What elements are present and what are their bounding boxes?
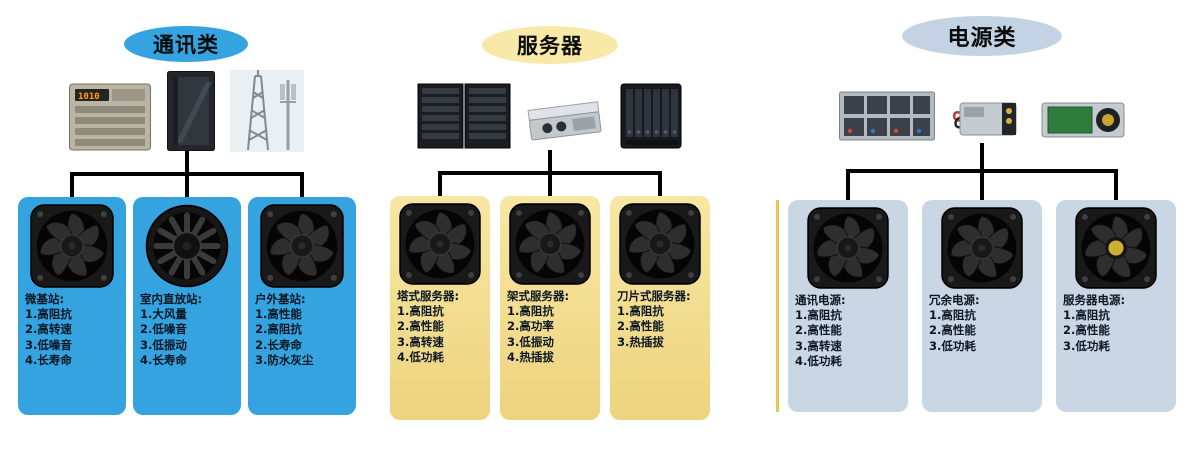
application-card: 通讯电源:1.高阻抗 2.高性能 3.高转速 4.低功耗 (788, 200, 908, 412)
fan-icon (619, 203, 701, 285)
card-features: 1.高阻抗 2.高性能 3.低功耗 (1063, 308, 1110, 353)
connector-lines (846, 143, 1118, 200)
card-features: 1.高阻抗 2.高性能 3.热插拔 (617, 304, 664, 349)
category-badge: 电源类 (902, 16, 1062, 56)
card-title: 架式服务器: (507, 289, 570, 303)
card-features: 1.高阻抗 2.高性能 3.高转速 4.低功耗 (397, 304, 444, 364)
rack-server-image (527, 101, 602, 141)
svg-text:1010: 1010 (78, 92, 100, 102)
group-server: 服务器 (385, 0, 715, 450)
storage-cabinet-image (417, 83, 511, 149)
fan-icon (260, 204, 344, 288)
server-psu-image (1041, 102, 1125, 138)
power-module-image (952, 102, 1017, 136)
application-card: 冗余电源:1.高阻抗 2.高性能 3.低功耗 (922, 200, 1042, 412)
server-cabinet-image (167, 71, 215, 151)
divider (776, 200, 779, 412)
card-title: 室内直放站: (140, 292, 203, 306)
card-title: 通讯电源: (795, 293, 846, 307)
device-images: 1010 (12, 64, 360, 152)
connector-lines (70, 150, 304, 197)
card-features: 1.高阻抗 2.高性能 3.低功耗 (929, 308, 976, 353)
application-card: 服务器电源:1.高阻抗 2.高性能 3.低功耗 (1056, 200, 1176, 412)
fan-icon (30, 204, 114, 288)
application-card: 架式服务器:1.高阻抗 2.高功率 3.低振动 4.热插拔 (500, 196, 600, 420)
card-title: 服务器电源: (1063, 293, 1126, 307)
cards: 塔式服务器:1.高阻抗 2.高性能 3.高转速 4.低功耗 架式服务器:1.高阻… (390, 196, 710, 420)
cards: 微基站:1.高阻抗 2.高转速 3.低噪音 4.长寿命 室内直放站:1.大风量 … (18, 197, 356, 415)
device-images (385, 76, 715, 150)
card-title: 微基站: (25, 292, 65, 306)
card-features: 1.高阻抗 2.高转速 3.低噪音 4.长寿命 (25, 307, 72, 367)
blade-server-image (620, 83, 682, 149)
application-card: 户外基站:1.高性能 2.高阻抗 2.长寿命 3.防水灰尘 (248, 197, 356, 415)
fan-icon (1075, 207, 1157, 289)
group-telecom: 通讯类 1010 (12, 0, 360, 450)
network-switch-image: 1010 (69, 83, 151, 151)
card-features: 1.大风量 2.低噪音 3.低振动 4.长寿命 (140, 307, 187, 367)
connector-lines (438, 150, 662, 196)
category-badge: 通讯类 (124, 26, 248, 62)
card-title: 刀片式服务器: (617, 289, 691, 303)
application-card: 微基站:1.高阻抗 2.高转速 3.低噪音 4.长寿命 (18, 197, 126, 415)
card-features: 1.高阻抗 2.高性能 3.高转速 4.低功耗 (795, 308, 842, 368)
fan-icon (941, 207, 1023, 289)
fan-icon (509, 203, 591, 285)
power-system-image (839, 91, 935, 141)
card-features: 1.高性能 2.高阻抗 2.长寿命 3.防水灰尘 (255, 307, 314, 367)
fan-icon (807, 207, 889, 289)
card-title: 塔式服务器: (397, 289, 460, 303)
cards: 通讯电源:1.高阻抗 2.高性能 3.高转速 4.低功耗 冗余电源:1.高阻抗 … (788, 200, 1176, 412)
card-title: 冗余电源: (929, 293, 980, 307)
category-badge: 服务器 (482, 26, 618, 64)
card-title: 户外基站: (255, 292, 306, 306)
fan-icon (399, 203, 481, 285)
round-fan-icon (145, 204, 229, 288)
application-card: 室内直放站:1.大风量 2.低噪音 3.低振动 4.长寿命 (133, 197, 241, 415)
group-power: 电源类 (782, 0, 1182, 450)
application-card: 刀片式服务器:1.高阻抗 2.高性能 3.热插拔 (610, 196, 710, 420)
application-card: 塔式服务器:1.高阻抗 2.高性能 3.高转速 4.低功耗 (390, 196, 490, 420)
device-images (782, 81, 1182, 143)
antenna-tower-image (230, 70, 304, 152)
card-features: 1.高阻抗 2.高功率 3.低振动 4.热插拔 (507, 304, 554, 364)
